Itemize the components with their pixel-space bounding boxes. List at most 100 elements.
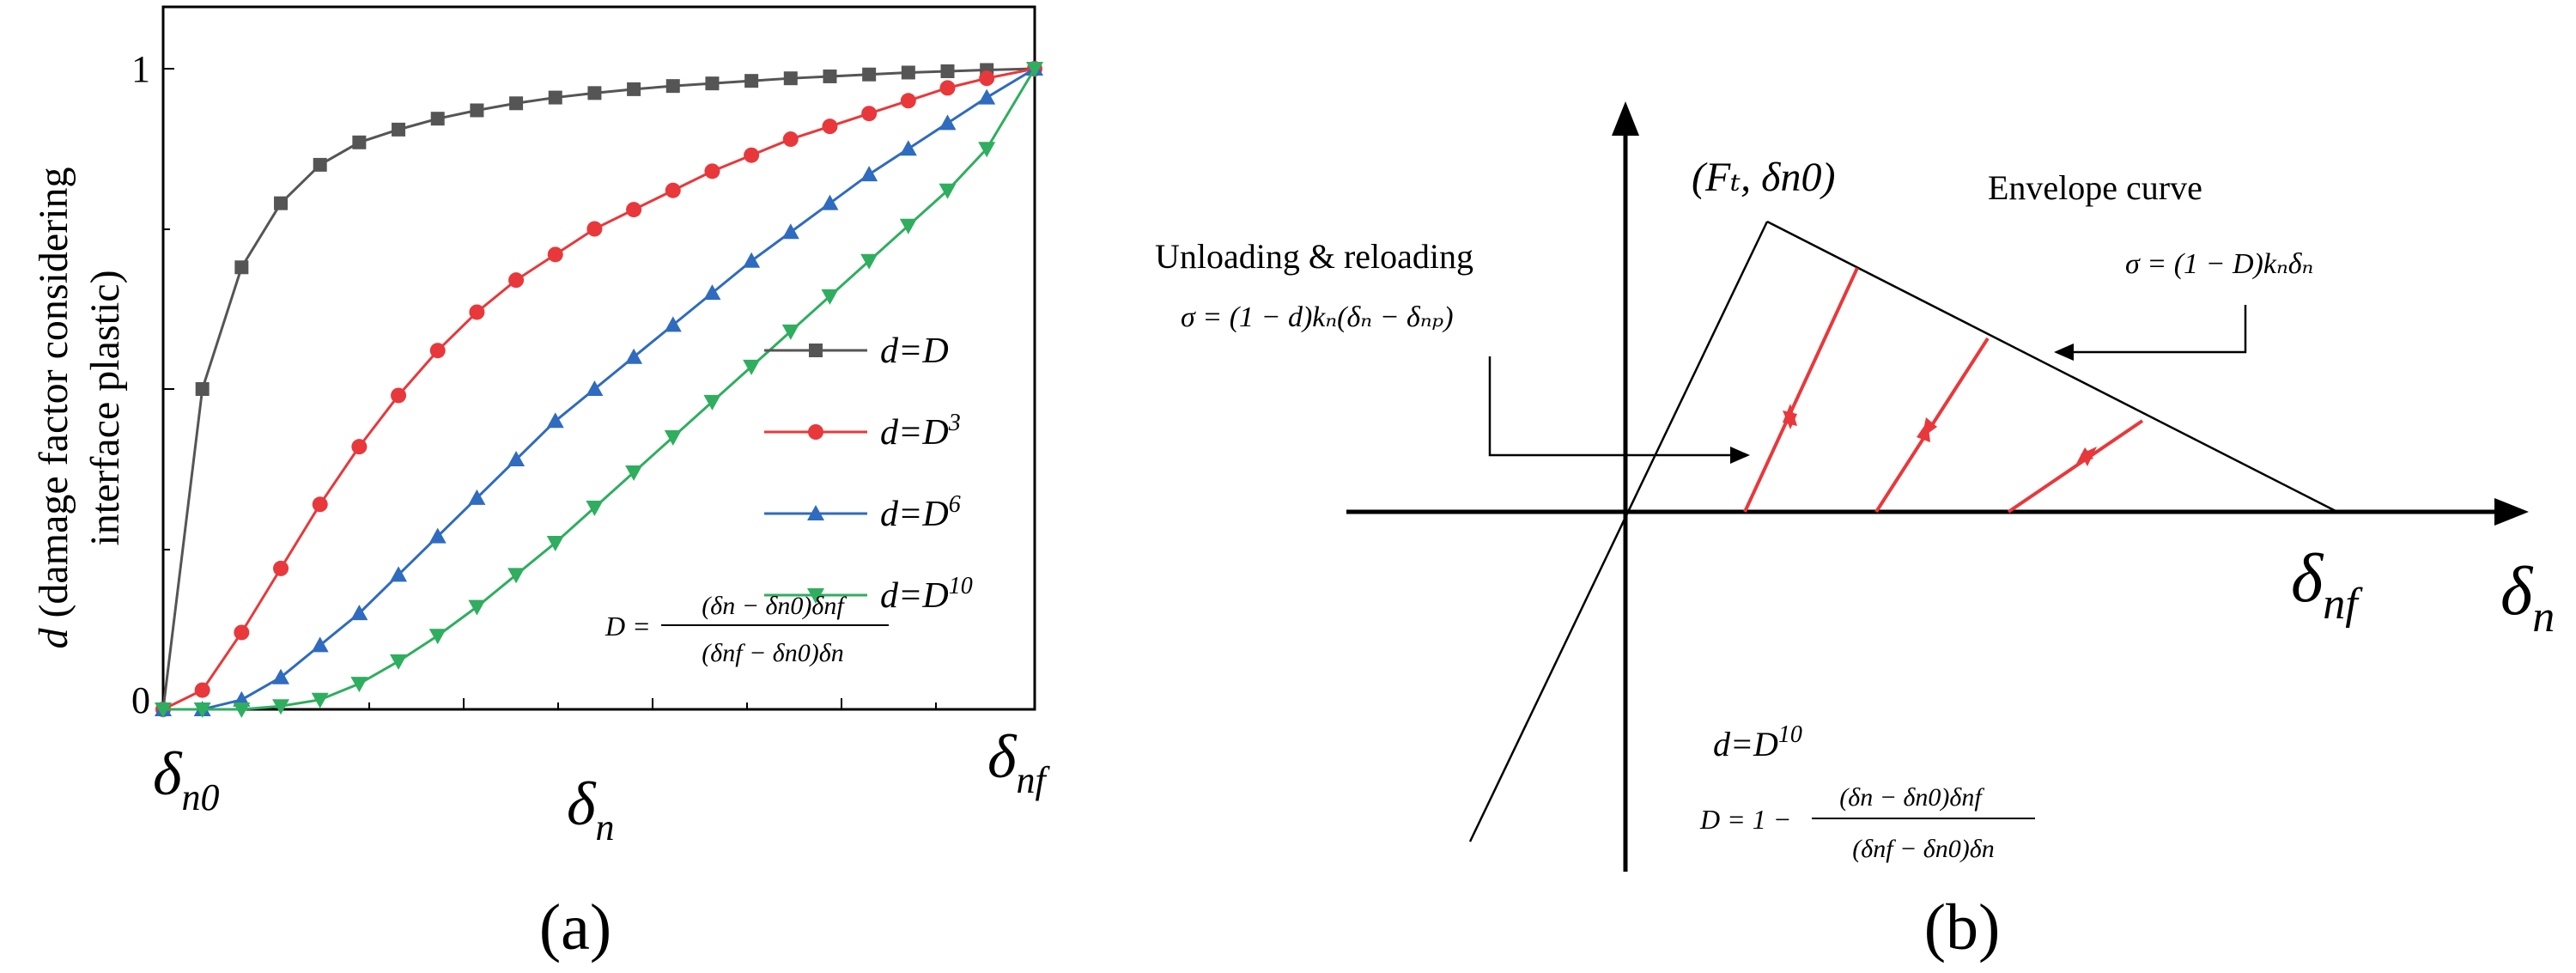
data-point xyxy=(546,536,564,552)
data-point xyxy=(978,142,996,158)
data-point xyxy=(352,135,367,149)
data-point xyxy=(665,182,681,198)
data-point xyxy=(193,702,211,718)
data-point xyxy=(861,106,878,122)
y-tick-label-top: 1 xyxy=(131,48,150,90)
data-point xyxy=(390,654,408,671)
data-point xyxy=(703,284,721,301)
data-point xyxy=(272,668,290,684)
data-point xyxy=(233,702,251,718)
unload-line-3 xyxy=(2007,419,2144,514)
arrow-down-icon xyxy=(1783,410,1797,429)
unload-title: Unloading & reloading xyxy=(1155,237,1473,276)
data-point xyxy=(821,289,839,305)
envelope-callout-line xyxy=(2065,305,2247,354)
panel-a: 1 0 d (damage factor considering interfa… xyxy=(31,5,1050,964)
data-point xyxy=(392,122,406,137)
data-point xyxy=(312,496,328,513)
data-point xyxy=(781,324,799,340)
data-point xyxy=(744,74,759,88)
data-point xyxy=(626,202,642,218)
y-axis-label: d (damage factor considering interface p… xyxy=(31,167,128,648)
data-point xyxy=(899,218,917,234)
data-point xyxy=(704,163,720,179)
data-point xyxy=(350,677,368,693)
data-point xyxy=(627,82,641,96)
caption-a: (a) xyxy=(539,891,611,964)
formula-D: D = (δn − δn0)δnf (δnf − δn0)δn xyxy=(605,592,889,667)
data-point xyxy=(862,67,877,82)
data-point xyxy=(274,196,289,210)
data-point xyxy=(743,359,761,375)
data-point xyxy=(546,412,564,429)
direction-arrow-icons xyxy=(1783,404,2097,466)
data-point xyxy=(587,86,602,100)
data-point xyxy=(744,147,760,163)
legend-label: d=D10 xyxy=(880,573,973,616)
data-point xyxy=(547,246,563,263)
data-point xyxy=(781,223,799,240)
data-point xyxy=(939,80,956,96)
data-point xyxy=(468,489,486,505)
y-axis-label-line2: interface plastic) xyxy=(82,270,128,545)
legend-marker xyxy=(807,505,824,520)
unload-callout-arrow-icon xyxy=(1730,447,1750,464)
legend: d=Dd=D3d=D6d=D10 xyxy=(764,331,973,616)
data-point xyxy=(664,429,682,446)
callout-arrows xyxy=(1488,305,2247,457)
formula-D-numerator: (δn − δn0)δnf xyxy=(702,592,847,620)
data-point xyxy=(625,348,643,364)
data-point xyxy=(313,157,327,172)
data-point xyxy=(194,682,210,698)
data-point xyxy=(705,76,720,91)
loading-line xyxy=(1468,221,1769,842)
data-point xyxy=(978,88,996,105)
peak-point-label: (Fₜ, δn0) xyxy=(1692,155,1835,200)
data-point xyxy=(860,166,878,182)
data-point xyxy=(586,501,604,517)
data-point xyxy=(822,119,838,135)
series-2 xyxy=(155,61,1042,717)
vertical-axis-arrow-icon xyxy=(1612,101,1639,136)
formula-D-b-denominator: (δnf − δn0)δn xyxy=(1852,835,1994,863)
data-point xyxy=(469,304,485,320)
d-equation: d=D10 xyxy=(1713,721,1802,763)
data-point xyxy=(234,624,250,641)
series-layer xyxy=(155,60,1043,718)
formula-D-b-numerator: (δn − δn0)δnf xyxy=(1839,783,1984,812)
unload-reload-lines xyxy=(1743,267,2144,514)
data-point xyxy=(664,316,682,332)
data-point xyxy=(390,566,408,582)
y-axis-label-var: d xyxy=(31,628,76,649)
y-tick-label-bottom: 0 xyxy=(131,679,150,721)
legend-label: d=D6 xyxy=(880,491,961,534)
data-point xyxy=(743,252,761,268)
data-point xyxy=(155,702,172,718)
data-point xyxy=(234,260,249,275)
plot-frame xyxy=(161,5,1036,711)
arrow-down-icon xyxy=(2076,447,2093,464)
data-point xyxy=(823,69,837,83)
series-3 xyxy=(155,60,1043,716)
data-point xyxy=(470,103,484,118)
delta-nf-label: δnf xyxy=(2291,541,2363,629)
caption-b: (b) xyxy=(1924,891,2001,964)
data-point xyxy=(979,70,995,87)
y-axis-label-line1: (damage factor considering xyxy=(31,167,76,628)
data-point xyxy=(311,636,329,653)
data-point xyxy=(430,112,445,126)
data-point xyxy=(508,272,525,289)
axis-ticks xyxy=(163,68,937,710)
data-point xyxy=(391,387,407,404)
unload-line-1 xyxy=(1743,267,1859,513)
data-point xyxy=(783,71,798,86)
formula-D-denominator: (δnf − δn0)δn xyxy=(702,639,843,667)
envelope-equation: σ = (1 − D)kₙδₙ xyxy=(2125,248,2313,280)
legend-marker xyxy=(808,424,823,440)
data-point xyxy=(272,699,290,715)
data-point xyxy=(665,79,680,94)
data-point xyxy=(821,194,839,210)
x-tick-label-right: δnf xyxy=(987,722,1050,801)
data-point xyxy=(901,65,915,80)
